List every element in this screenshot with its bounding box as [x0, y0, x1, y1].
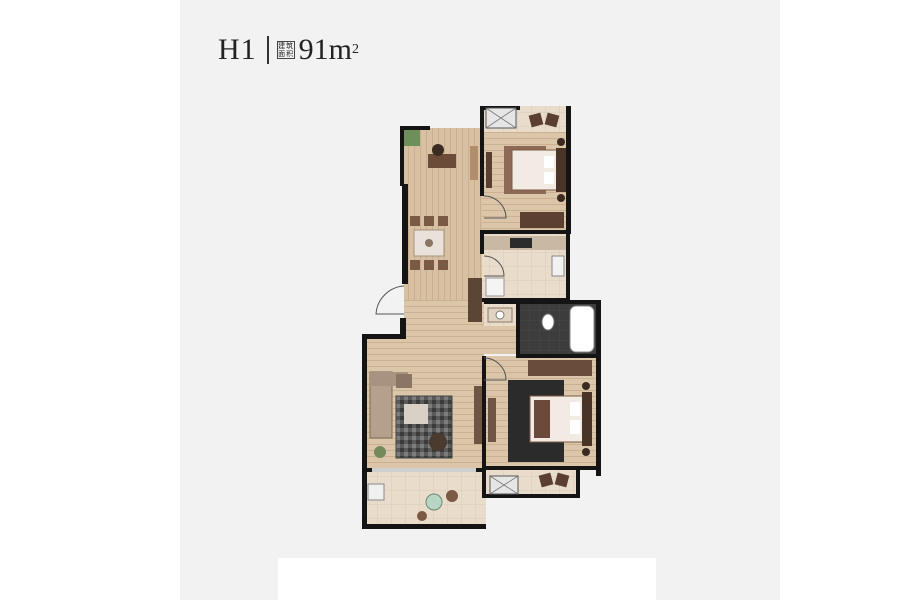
plant: [404, 130, 420, 146]
dining-chair: [424, 216, 434, 226]
living-room: [369, 371, 482, 472]
table-decor: [425, 239, 433, 247]
area-value: 91: [298, 33, 329, 66]
kitchen-door: [483, 255, 505, 277]
wardrobe2: [528, 360, 592, 376]
washbasin: [495, 310, 505, 320]
dining-chair: [410, 260, 420, 270]
wall: [516, 302, 520, 356]
wall: [400, 126, 430, 130]
wall: [566, 106, 571, 234]
wall: [480, 106, 484, 196]
desk-chair: [432, 144, 444, 156]
nightstand: [557, 194, 565, 202]
tv-cabinet: [474, 386, 482, 444]
lounge-chair: [538, 472, 554, 488]
south-balcony: [367, 483, 458, 521]
bed1: [511, 149, 565, 191]
balcony-chair: [446, 490, 458, 502]
bathroom: [487, 305, 595, 353]
bed2-headboard: [582, 392, 592, 446]
plan-title: H1 建 筑 面 积 91 m 2: [218, 28, 359, 72]
area-unit: m: [328, 33, 353, 66]
bed2-desk: [488, 398, 496, 442]
wall: [484, 466, 600, 470]
bed2-throw: [534, 400, 550, 438]
armchair: [396, 374, 412, 388]
dining-chair: [410, 216, 420, 226]
wall: [576, 470, 580, 498]
kitchen: [484, 236, 566, 297]
bedroom1-door: [483, 195, 507, 219]
wall: [362, 334, 367, 528]
wall: [480, 230, 570, 234]
dining-chair: [438, 260, 448, 270]
living-window: [372, 468, 476, 472]
bed2-pillow: [570, 402, 580, 416]
wall: [402, 184, 408, 284]
area-exponent: 2: [352, 42, 360, 57]
lounge-chair: [429, 433, 447, 451]
study: [404, 130, 478, 180]
bed1-tv-console: [486, 152, 492, 188]
bed1-headboard: [556, 148, 566, 192]
wall: [400, 126, 404, 186]
fridge: [485, 277, 505, 297]
stove: [510, 238, 532, 248]
balcony-table: [425, 493, 443, 511]
unit-code: H1: [218, 33, 257, 66]
wardrobe1: [520, 212, 564, 228]
entry-door: [375, 285, 405, 315]
bathtub: [569, 305, 595, 353]
plant: [374, 446, 386, 458]
doors: [375, 195, 507, 381]
nightstand: [557, 138, 565, 146]
lounge-chair: [544, 112, 560, 128]
washer: [367, 483, 385, 501]
wall: [362, 524, 486, 529]
lounge-chair: [554, 472, 570, 488]
sideboard: [468, 278, 482, 322]
wall: [484, 300, 601, 304]
bookshelf: [470, 146, 478, 180]
bedroom-1: [485, 107, 566, 228]
bed1-pillow: [544, 156, 554, 168]
wall: [596, 300, 601, 476]
nightstand: [582, 382, 590, 390]
wall: [482, 494, 580, 498]
lounge-chair: [528, 112, 544, 128]
dining-chair: [438, 216, 448, 226]
dining-chair: [424, 260, 434, 270]
kitchen-sink: [551, 255, 565, 277]
balcony-chair: [417, 511, 427, 521]
coffee-table: [404, 404, 428, 424]
bedroom2-door: [483, 357, 507, 381]
wall: [566, 234, 570, 300]
nightstand: [582, 448, 590, 456]
wall: [482, 356, 486, 496]
footer-strip: [278, 558, 656, 600]
wall: [480, 234, 484, 254]
wall: [362, 334, 406, 339]
desk: [428, 154, 456, 168]
title-divider: [266, 36, 269, 64]
wall: [400, 318, 406, 338]
bed2-pillow: [570, 420, 580, 434]
toilet: [541, 313, 555, 331]
wall: [516, 354, 600, 358]
dining: [410, 216, 482, 322]
bedroom-2: [488, 360, 592, 495]
area-tag: 建 筑 面 积: [276, 41, 295, 59]
bed1-pillow: [544, 172, 554, 184]
